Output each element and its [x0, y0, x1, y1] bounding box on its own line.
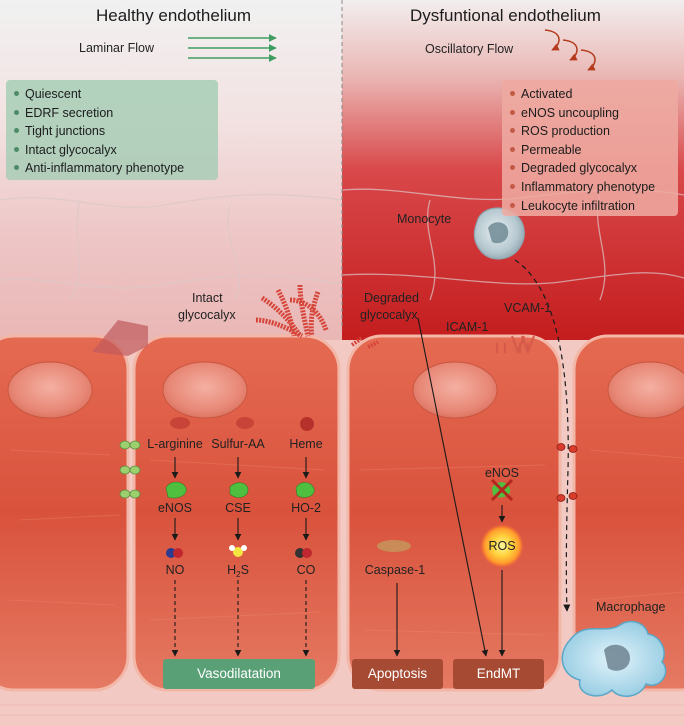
healthy-feature-item: Quiescent [14, 85, 210, 104]
healthy-cell-1 [0, 334, 130, 692]
healthy-panel-title: Healthy endothelium [96, 6, 251, 25]
dysfunctional-feature-item-label: Permeable [521, 142, 582, 157]
co-label: CO [296, 563, 316, 577]
dysfunctional-cell-2 [572, 334, 684, 692]
intact-glycocalyx-label-line1: Intact [192, 291, 223, 305]
oscillatory-flow-arrows [544, 29, 596, 71]
h2s-label: H2S [227, 563, 249, 579]
endmt-box: EndMT [453, 659, 544, 689]
monocyte-migration-arrow [514, 259, 571, 612]
caspase-label: Caspase-1 [364, 563, 426, 577]
dysfunctional-feature-item-label: Activated [521, 87, 573, 101]
healthy-feature-item-label: Anti-inflammatory phenotype [25, 161, 185, 176]
icam-label: ICAM-1 [446, 320, 489, 334]
ros-glow [480, 524, 524, 568]
bullet-icon [510, 202, 515, 208]
dysfunctional-feature-item: eNOS uncoupling [510, 104, 670, 123]
dysfunctional-panel-title: Dysfuntional endothelium [410, 6, 601, 25]
dysfunction-arrows [393, 317, 506, 657]
tight-junctions [119, 440, 141, 499]
intact-glycocalyx-fibres [255, 284, 329, 339]
bullet-icon [14, 91, 19, 96]
bullet-icon [510, 128, 515, 134]
healthy-feature-item-label: Quiescent [25, 87, 82, 101]
healthy-feature-item: Intact glycocalyx [14, 141, 210, 160]
degraded-glycocalyx-label-line2: glycocalyx [360, 308, 418, 322]
healthy-feature-item-label: Intact glycocalyx [25, 142, 117, 157]
dysfunctional-feature-item: Leukocyte infiltration [510, 197, 670, 216]
healthy-feature-item: EDRF secretion [14, 104, 210, 123]
uncoupled-enos-marker [490, 478, 514, 502]
monocyte-cell [473, 207, 525, 260]
bullet-icon [510, 109, 515, 115]
co-molecule [295, 548, 312, 558]
heme-label: Heme [289, 437, 323, 451]
sulfur-aa-label: Sulfur-AA [211, 437, 265, 451]
vasodilatation-box: Vasodilatation [163, 659, 315, 689]
no-label: NO [165, 563, 185, 577]
laminar-flow-arrows [188, 34, 277, 62]
no-molecule [166, 548, 183, 558]
bullet-icon [510, 146, 515, 152]
oscillatory-flow-label: Oscillatory Flow [425, 42, 514, 56]
monocyte-label: Monocyte [397, 212, 452, 226]
uncoupled-enos-label: eNOS [484, 466, 520, 480]
vcam-label: VCAM-1 [504, 301, 552, 315]
pathway-arrows [171, 457, 506, 541]
loose-junctions [556, 443, 578, 502]
bullet-icon [14, 146, 19, 152]
ros-label: ROS [488, 539, 516, 553]
dysfunctional-feature-item-label: eNOS uncoupling [521, 105, 619, 120]
bullet-icon [510, 165, 515, 171]
macrophage-cell [561, 620, 667, 697]
enzyme-markers [165, 481, 315, 499]
macrophage-label: Macrophage [596, 600, 666, 614]
dysfunctional-feature-item-label: Degraded glycocalyx [521, 161, 638, 176]
caspase-marker [377, 540, 411, 552]
l-arginine-label: L-arginine [147, 437, 203, 451]
healthy-feature-item-label: Tight junctions [25, 124, 106, 139]
bullet-icon [14, 109, 19, 115]
bullet-icon [14, 165, 19, 171]
dysfunctional-feature-item: Activated [510, 85, 670, 104]
intact-glycocalyx-label-line2: glycocalyx [178, 308, 236, 322]
healthy-feature-item: Tight junctions [14, 122, 210, 141]
ho-2-label: HO-2 [291, 501, 321, 515]
degraded-glycocalyx-label-line1: Degraded [364, 291, 419, 305]
dysfunctional-feature-item: Degraded glycocalyx [510, 159, 670, 178]
cse-label: CSE [225, 501, 251, 515]
dysfunctional-feature-item-label: Leukocyte infiltration [521, 198, 635, 213]
bullet-icon [14, 128, 19, 134]
adhesion-molecules [496, 335, 535, 355]
laminar-flow-label: Laminar Flow [79, 41, 155, 55]
dysfunctional-feature-item: Permeable [510, 141, 670, 160]
apoptosis-box: Apoptosis [352, 659, 443, 689]
vasodilatation-arrows [171, 580, 310, 657]
dysfunctional-cell-1 [346, 334, 562, 692]
dysfunctional-feature-item: Inflammatory phenotype [510, 178, 670, 197]
h2s-molecule [229, 545, 247, 557]
bullet-icon [510, 183, 515, 189]
degraded-glycocalyx-fragments [350, 336, 379, 349]
dysfunctional-feature-item-label: Inflammatory phenotype [521, 179, 656, 194]
red-blood-cell [92, 320, 148, 356]
enos-label: eNOS [157, 501, 193, 515]
dysfunctional-feature-item: ROS production [510, 122, 670, 141]
substrate-markers [170, 417, 314, 431]
healthy-feature-item-label: EDRF secretion [25, 105, 114, 120]
healthy-feature-item: Anti-inflammatory phenotype [14, 159, 210, 178]
bullet-icon [510, 91, 515, 96]
dysfunctional-feature-item-label: ROS production [521, 124, 610, 139]
